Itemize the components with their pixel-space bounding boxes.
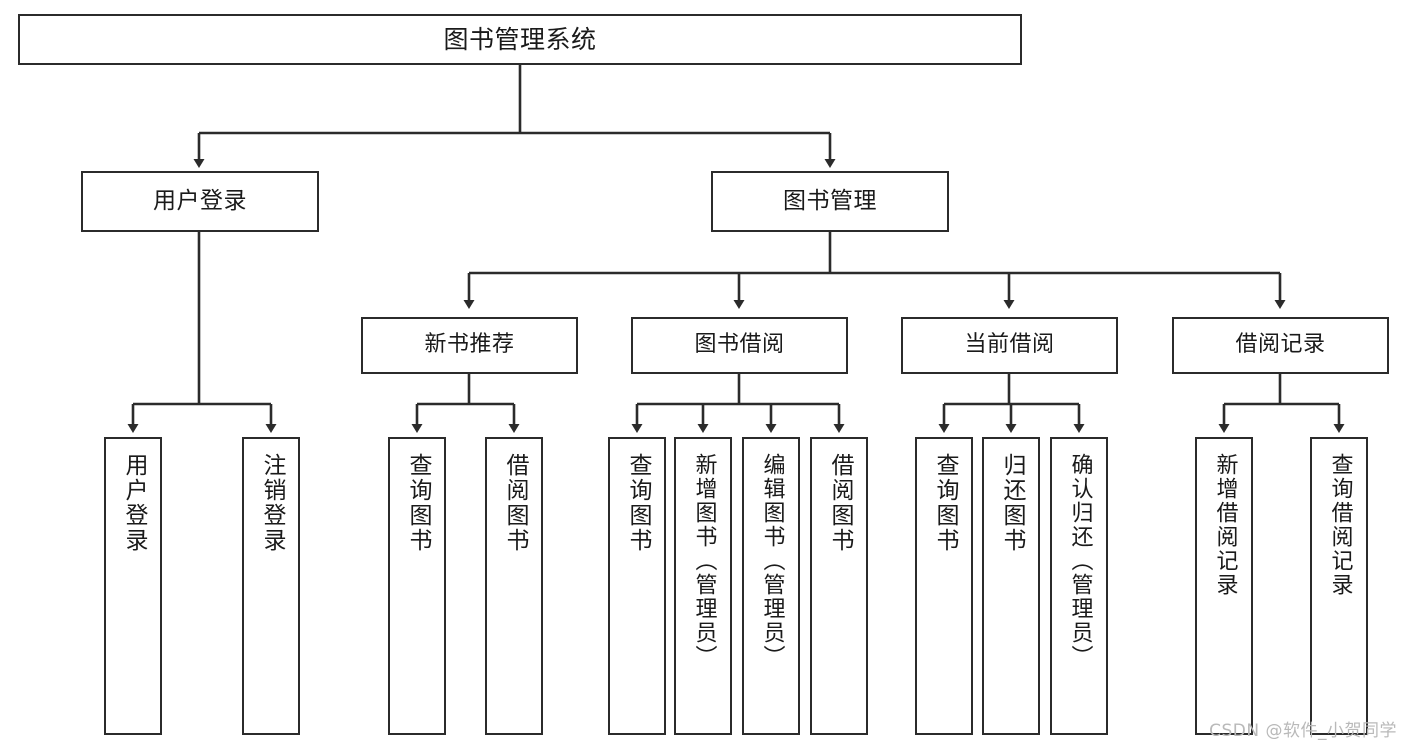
leaf-add-record[interactable]: 新增借阅记录 [1195,437,1253,735]
leaf-query-book-2[interactable]: 查询图书 [608,437,666,735]
node-label: 归还图书 [998,453,1025,553]
leaf-confirm-return[interactable]: 确认归还（管理员） [1050,437,1108,735]
node-label: 新书推荐 [424,332,515,358]
node-label: 编辑图书（管理员） [759,453,785,669]
node-label: 当前借阅 [964,332,1055,358]
node-user-login[interactable]: 用户登录 [81,171,319,232]
leaf-user-login[interactable]: 用户登录 [104,437,162,735]
node-label: 查询图书 [931,453,958,553]
leaf-borrow-book-1[interactable]: 借阅图书 [485,437,543,735]
leaf-borrow-book-2[interactable]: 借阅图书 [810,437,868,735]
node-current-borrow[interactable]: 当前借阅 [901,317,1118,374]
node-label: 用户登录 [120,453,147,553]
leaf-query-record[interactable]: 查询借阅记录 [1310,437,1368,735]
node-label: 注销登录 [258,453,285,553]
leaf-add-book[interactable]: 新增图书（管理员） [674,437,732,735]
node-label: 图书借阅 [694,332,785,358]
leaf-query-book-1[interactable]: 查询图书 [388,437,446,735]
node-new-book-recommend[interactable]: 新书推荐 [361,317,578,374]
node-label: 查询借阅记录 [1327,453,1353,597]
leaf-return-book[interactable]: 归还图书 [982,437,1040,735]
node-label: 新增图书（管理员） [691,453,717,669]
node-label: 新增借阅记录 [1212,453,1238,597]
leaf-logout[interactable]: 注销登录 [242,437,300,735]
node-label: 查询图书 [624,453,651,553]
node-book-management[interactable]: 图书管理 [711,171,949,232]
node-label: 图书管理 [783,187,877,214]
leaf-edit-book[interactable]: 编辑图书（管理员） [742,437,800,735]
node-label: 借阅记录 [1235,332,1326,358]
node-label: 用户登录 [153,187,247,214]
node-book-borrow[interactable]: 图书借阅 [631,317,848,374]
node-label: 借阅图书 [826,453,853,553]
node-root[interactable]: 图书管理系统 [18,14,1022,65]
node-label: 确认归还（管理员） [1067,453,1093,669]
node-borrow-record[interactable]: 借阅记录 [1172,317,1389,374]
leaf-query-book-3[interactable]: 查询图书 [915,437,973,735]
node-label: 图书管理系统 [443,24,597,54]
node-label: 查询图书 [404,453,431,553]
node-label: 借阅图书 [501,453,528,553]
watermark: CSDN @软件_小贺同学 [1209,721,1397,741]
